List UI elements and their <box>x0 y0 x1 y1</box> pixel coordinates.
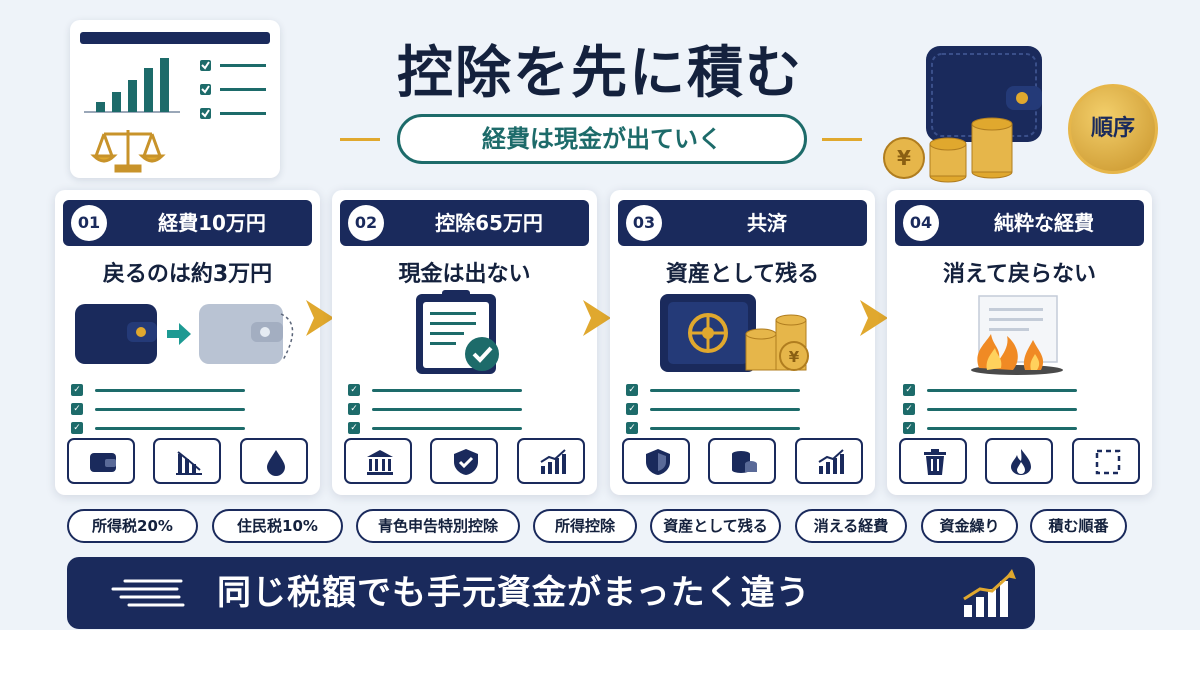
wallet-to-empty-wallet-illustration <box>75 304 294 364</box>
wallet-icon <box>67 438 135 484</box>
check-icon: ✓ <box>626 384 638 396</box>
card-title: 純粋な経費 <box>994 211 1094 235</box>
card-header: 02 控除65万円 <box>340 200 589 246</box>
tag-stacking-order: 積む順番 <box>1030 509 1127 543</box>
card-subtitle: 消えて戻らない <box>943 262 1096 287</box>
arrow-right-icon <box>583 300 611 336</box>
page-title: 控除を先に積む <box>397 41 803 106</box>
tag-blue-return-deduction: 青色申告特別控除 <box>356 509 520 543</box>
yen-coin-icon: ¥ <box>883 137 925 179</box>
subtitle-pill: 経費は現金が出ていく <box>397 114 807 164</box>
growth-chart-icon <box>795 438 863 484</box>
step-card-2: 02 控除65万円 現金は出ない ✓ ✓ ✓ <box>332 190 597 495</box>
shield-icon <box>622 438 690 484</box>
check-icon: ✓ <box>903 403 915 415</box>
checklist: ✓ ✓ ✓ <box>348 382 548 439</box>
card-subtitle: 戻るのは約3万円 <box>102 262 273 287</box>
svg-text:¥: ¥ <box>789 348 800 366</box>
arrow-right-icon <box>860 300 888 336</box>
svg-text:¥: ¥ <box>897 146 911 170</box>
checklist: ✓ ✓ ✓ <box>626 382 826 439</box>
card-header: 01 経費10万円 <box>63 200 312 246</box>
checklist: ✓ ✓ ✓ <box>903 382 1103 439</box>
report-header-bar <box>80 32 270 44</box>
tag-cash-flow: 資金繰り <box>921 509 1018 543</box>
speed-lines-icon <box>111 579 185 607</box>
card-title: 共済 <box>747 211 787 235</box>
rising-bars-icon <box>963 569 1016 617</box>
check-icon: ✓ <box>348 384 360 396</box>
growth-chart-icon <box>517 438 585 484</box>
bank-icon <box>344 438 412 484</box>
check-icon: ✓ <box>903 384 915 396</box>
tag-remains-as-asset: 資産として残る <box>650 509 781 543</box>
clipboard-check-illustration <box>416 290 499 374</box>
check-icon: ✓ <box>71 384 83 396</box>
coins-icon <box>708 438 776 484</box>
drop-icon <box>240 438 308 484</box>
check-icon: ✓ <box>626 403 638 415</box>
checklist: ✓ ✓ ✓ <box>71 382 271 439</box>
card-subtitle: 資産として残る <box>665 262 820 287</box>
subtitle-rule-left <box>340 138 380 141</box>
check-icon: ✓ <box>71 403 83 415</box>
check-icon: ✓ <box>348 422 360 434</box>
bottom-banner: 同じ税額でも手元資金がまったく違う <box>67 557 1035 629</box>
arrow-right-icon <box>306 300 334 336</box>
check-icon: ✓ <box>348 403 360 415</box>
step-number: 03 <box>626 205 662 241</box>
order-badge: 順序 <box>1068 84 1158 174</box>
card-subtitle: 現金は出ない <box>398 262 531 287</box>
safe-with-coins-illustration: ¥ <box>660 294 809 372</box>
step-number: 02 <box>348 205 384 241</box>
card-header: 04 純粋な経費 <box>895 200 1144 246</box>
check-icon: ✓ <box>71 422 83 434</box>
step-number: 01 <box>71 205 107 241</box>
check-icon: ✓ <box>626 422 638 434</box>
step-card-1: 01 経費10万円 戻るのは約3万円 ✓ ✓ ✓ <box>55 190 320 495</box>
declining-chart-icon <box>153 438 221 484</box>
report-illustration <box>70 20 280 178</box>
dashed-square-icon <box>1072 438 1140 484</box>
flame-icon <box>985 438 1053 484</box>
tag-vanishing-expense: 消える経費 <box>795 509 907 543</box>
shield-check-icon <box>430 438 498 484</box>
step-card-4: 04 純粋な経費 消えて戻らない ✓ ✓ ✓ <box>887 190 1152 495</box>
tag-income-deduction: 所得控除 <box>533 509 637 543</box>
burning-receipt-illustration <box>971 295 1063 375</box>
card-header: 03 共済 <box>618 200 867 246</box>
step-card-3: 03 共済 資産として残る ¥ ✓ ✓ ✓ <box>610 190 875 495</box>
check-icon: ✓ <box>903 422 915 434</box>
banner-text: 同じ税額でも手元資金がまったく違う <box>217 573 811 613</box>
step-number: 04 <box>903 205 939 241</box>
tag-income-tax: 所得税20% <box>67 509 198 543</box>
trash-icon <box>899 438 967 484</box>
card-title: 控除65万円 <box>435 211 543 235</box>
card-title: 経費10万円 <box>158 211 266 235</box>
wallet-coins-illustration <box>926 46 1042 183</box>
scales-icon <box>90 130 166 173</box>
bottom-strip <box>0 630 1200 675</box>
bar-chart-icon <box>84 58 266 173</box>
tag-resident-tax: 住民税10% <box>212 509 343 543</box>
subtitle-rule-right <box>822 138 862 141</box>
